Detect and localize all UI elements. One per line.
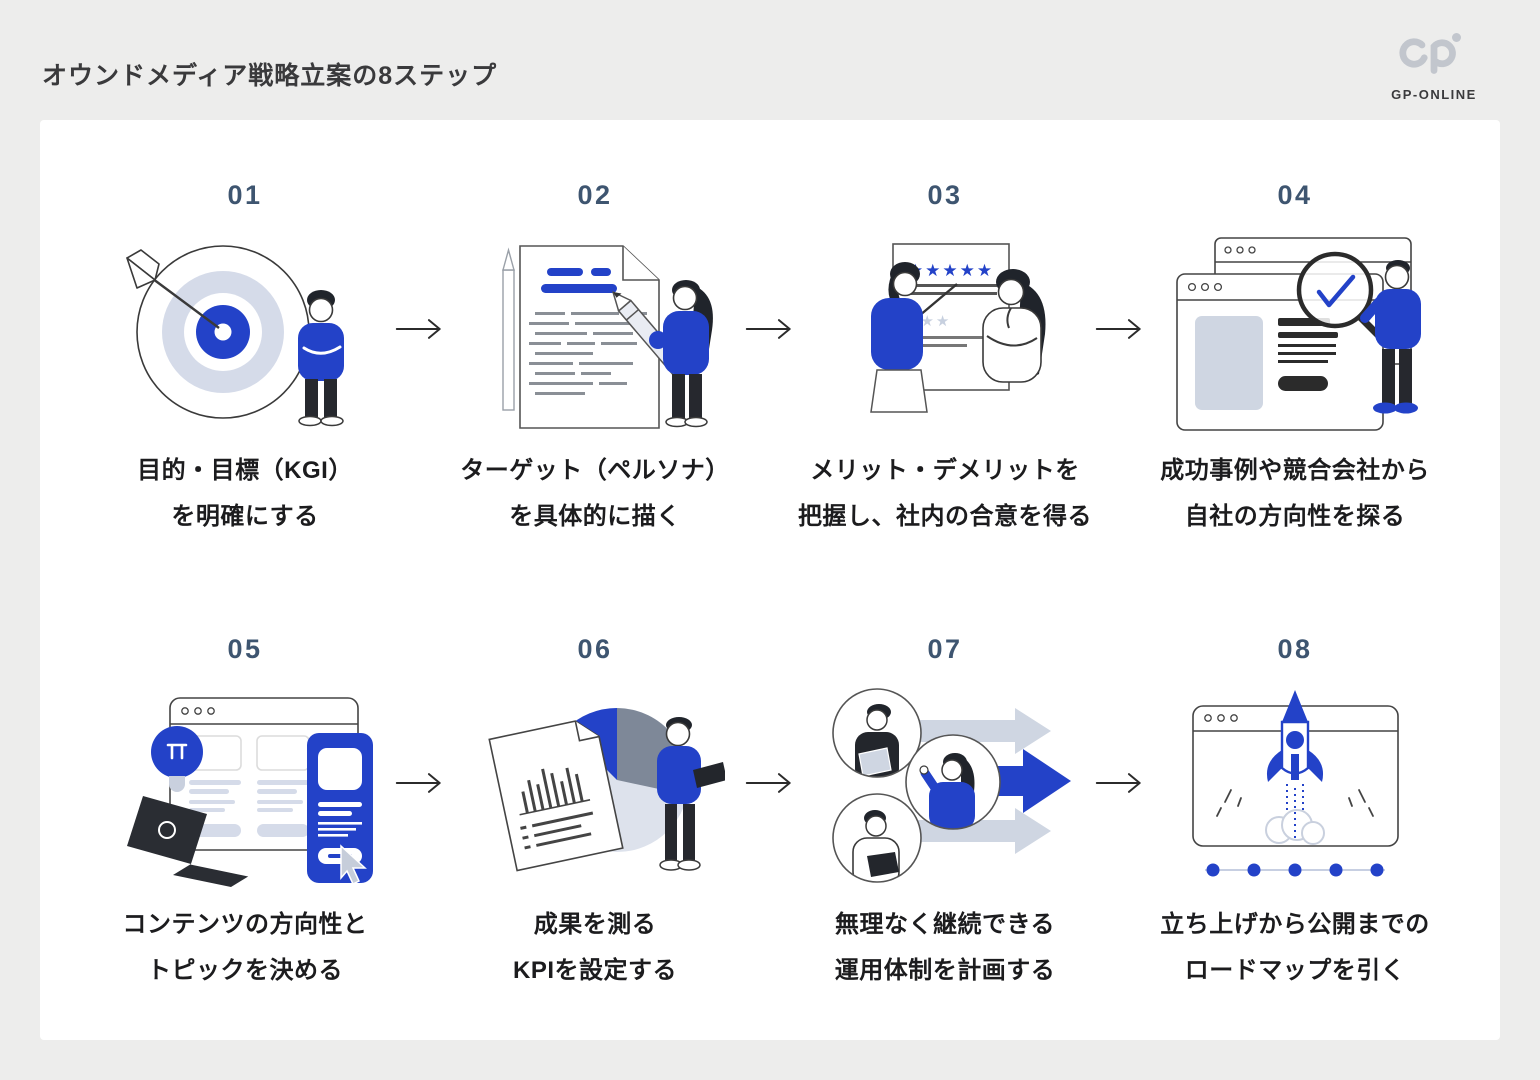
case-study-search-icon (1165, 224, 1425, 434)
step-caption: 目的・目標（KGI） を明確にする (137, 448, 353, 540)
logo-text: GP-ONLINE (1391, 87, 1477, 102)
step-number: 08 (1277, 634, 1313, 665)
step-06: 06 (445, 634, 745, 994)
right-arrow-icon (1095, 317, 1145, 341)
step-caption: 無理なく継続できる 運用体制を計画する (835, 902, 1056, 994)
caption-line-2: 自社の方向性を探る (1184, 503, 1406, 531)
step-caption: 成果を測る KPIを設定する (513, 902, 677, 994)
caption-line-2: ロードマップを引く (1184, 957, 1406, 985)
step-number: 06 (577, 634, 613, 665)
right-arrow-icon (395, 317, 445, 341)
caption-line-1: 成果を測る (533, 911, 657, 939)
caption-line-2: を明確にする (171, 503, 319, 531)
caption-line-1: メリット・デメリットを (810, 457, 1080, 484)
step-03: 03 ★★★★★ ★★★ (795, 180, 1095, 540)
step-08: 08 (1145, 634, 1445, 994)
caption-line-2: を具体的に描く (509, 503, 681, 531)
right-arrow-icon (395, 771, 445, 795)
step-number: 03 (927, 180, 963, 210)
page-title: オウンドメディア戦略立案の8ステップ (42, 62, 498, 90)
caption-line-1: 立ち上げから公開までの (1160, 911, 1430, 939)
step-01: 01 (95, 180, 395, 540)
step-07: 07 (795, 634, 1095, 994)
step-caption: 成功事例や競合会社から 自社の方向性を探る (1160, 448, 1430, 540)
caption-line-2: KPIを設定する (512, 957, 677, 985)
right-arrow-icon (1095, 771, 1145, 795)
gp-monogram-icon (1389, 28, 1479, 85)
content-planning-icon (115, 678, 375, 888)
step-number: 07 (927, 634, 963, 665)
right-arrow-icon (745, 317, 795, 341)
step-caption: 立ち上げから公開までの ロードマップを引く (1160, 902, 1430, 994)
step-02: 02 (445, 180, 745, 540)
operation-team-arrows-icon (815, 678, 1075, 888)
gp-online-logo: GP-ONLINE (1368, 28, 1500, 102)
step-number: 02 (577, 180, 613, 210)
step-caption: ターゲット（ペルソナ） を具体的に描く (460, 448, 730, 540)
step-caption: メリット・デメリットを 把握し、社内の合意を得る (798, 448, 1092, 540)
persona-document-icon (465, 224, 725, 434)
step-04: 04 (1145, 180, 1445, 540)
caption-line-1: コンテンツの方向性と (122, 911, 368, 939)
target-dart-icon (115, 224, 375, 434)
caption-line-2: トピックを決める (147, 957, 343, 985)
merit-review-icon: ★★★★★ ★★★ (815, 224, 1075, 434)
svg-text:★★★★★: ★★★★★ (908, 261, 994, 280)
right-arrow-icon (745, 771, 795, 795)
caption-line-1: 無理なく継続できる (834, 911, 1056, 939)
step-number: 04 (1277, 180, 1313, 210)
caption-line-1: ターゲット（ペルソナ） (460, 457, 730, 484)
step-number: 01 (227, 180, 263, 210)
steps-row-2: 05 (40, 540, 1500, 994)
caption-line-1: 目的・目標（KGI） (137, 457, 353, 484)
step-number: 05 (227, 634, 263, 665)
caption-line-2: 運用体制を計画する (834, 957, 1056, 985)
caption-line-2: 把握し、社内の合意を得る (798, 503, 1092, 531)
launch-rocket-icon (1165, 678, 1425, 888)
step-caption: コンテンツの方向性と トピックを決める (123, 902, 368, 994)
kpi-charts-icon (465, 678, 725, 888)
step-05: 05 (95, 634, 395, 994)
steps-row-1: 01 (40, 120, 1500, 540)
caption-line-1: 成功事例や競合会社から (1160, 457, 1430, 484)
steps-card: 01 (40, 120, 1500, 1040)
